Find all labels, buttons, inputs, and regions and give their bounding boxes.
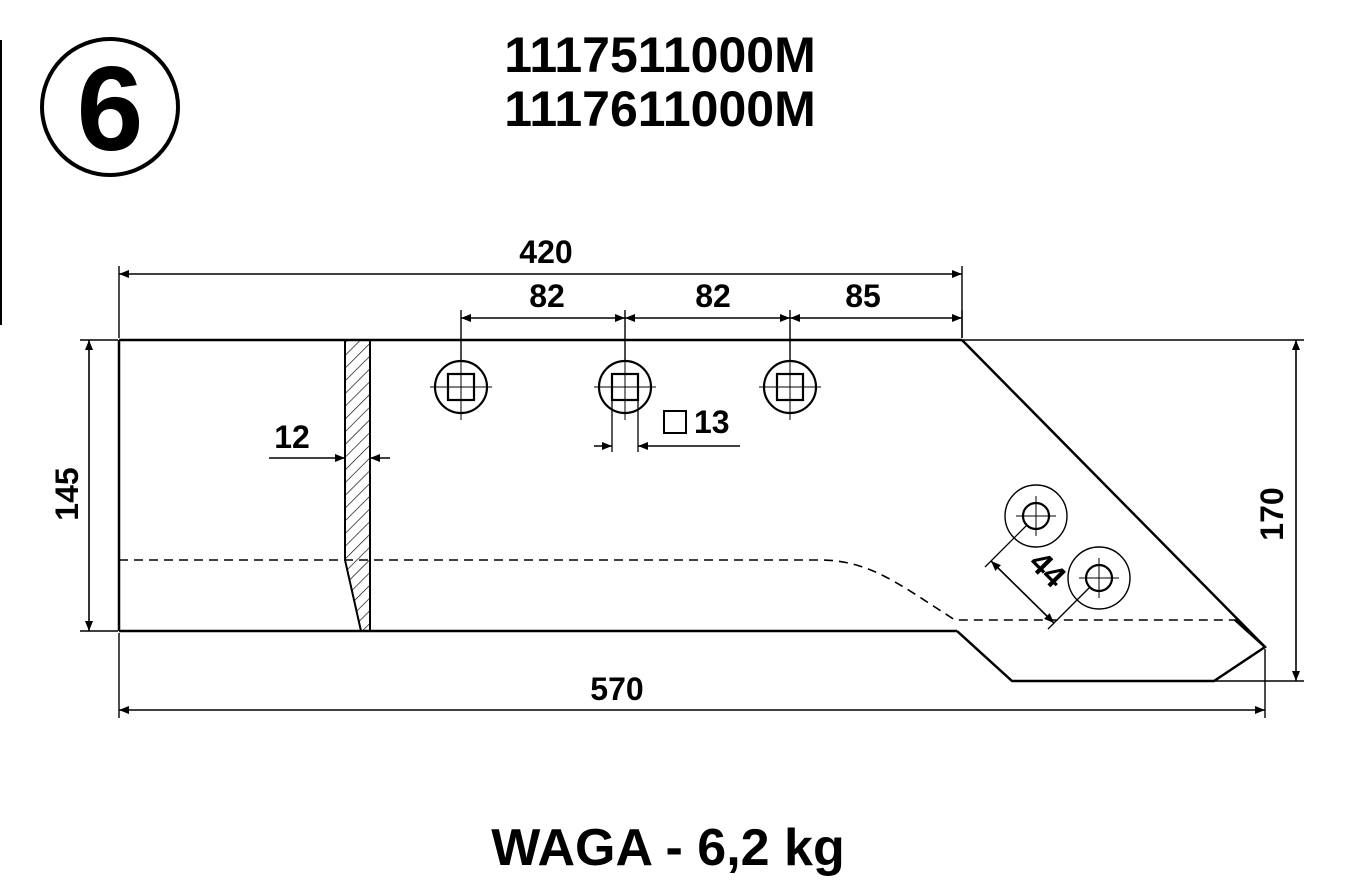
- dimension-44-label: 44: [1022, 544, 1073, 595]
- part-number-2: 1117611000M: [504, 81, 815, 137]
- dimension-85-label: 85: [845, 278, 881, 314]
- bolt-hole-2: [594, 356, 656, 420]
- dimension-170: 170: [962, 339, 1304, 682]
- round-hole-1: [1004, 484, 1068, 548]
- dimension-145: 145: [49, 339, 118, 632]
- dimension-82-b-label: 82: [695, 278, 731, 314]
- figure-number: 6: [77, 42, 144, 176]
- dimension-square-13: 13: [594, 400, 740, 452]
- figure-number-circle: [40, 37, 180, 177]
- dimension-82-a-label: 82: [529, 278, 565, 314]
- dimension-12-label: 12: [274, 419, 310, 455]
- dimension-420-label: 420: [519, 234, 572, 270]
- round-hole-2: [1067, 546, 1131, 610]
- dimension-170-label: 170: [1254, 487, 1290, 540]
- figure-number-badge: 6: [40, 37, 180, 177]
- dimension-12: 12: [269, 419, 390, 462]
- part-number-1: 1117511000M: [504, 27, 815, 83]
- dimension-44: 44: [984, 524, 1091, 630]
- bolt-hole-3: [759, 356, 821, 420]
- dimension-420: 420: [118, 234, 963, 338]
- bolt-hole-1: [430, 356, 492, 420]
- dimension-570-label: 570: [590, 671, 643, 707]
- hidden-lines: [119, 559, 1240, 621]
- weight-label: WAGA - 6,2 kg: [491, 819, 844, 877]
- share-outline: [117, 338, 1268, 683]
- dimension-hole-spacing: 82 82 85: [460, 278, 963, 360]
- square-symbol-icon: [663, 410, 687, 434]
- section-hatch: [344, 341, 371, 632]
- dimension-145-label: 145: [49, 467, 85, 520]
- dimension-13-label: 13: [694, 404, 730, 440]
- dimension-570: 570: [118, 633, 1266, 718]
